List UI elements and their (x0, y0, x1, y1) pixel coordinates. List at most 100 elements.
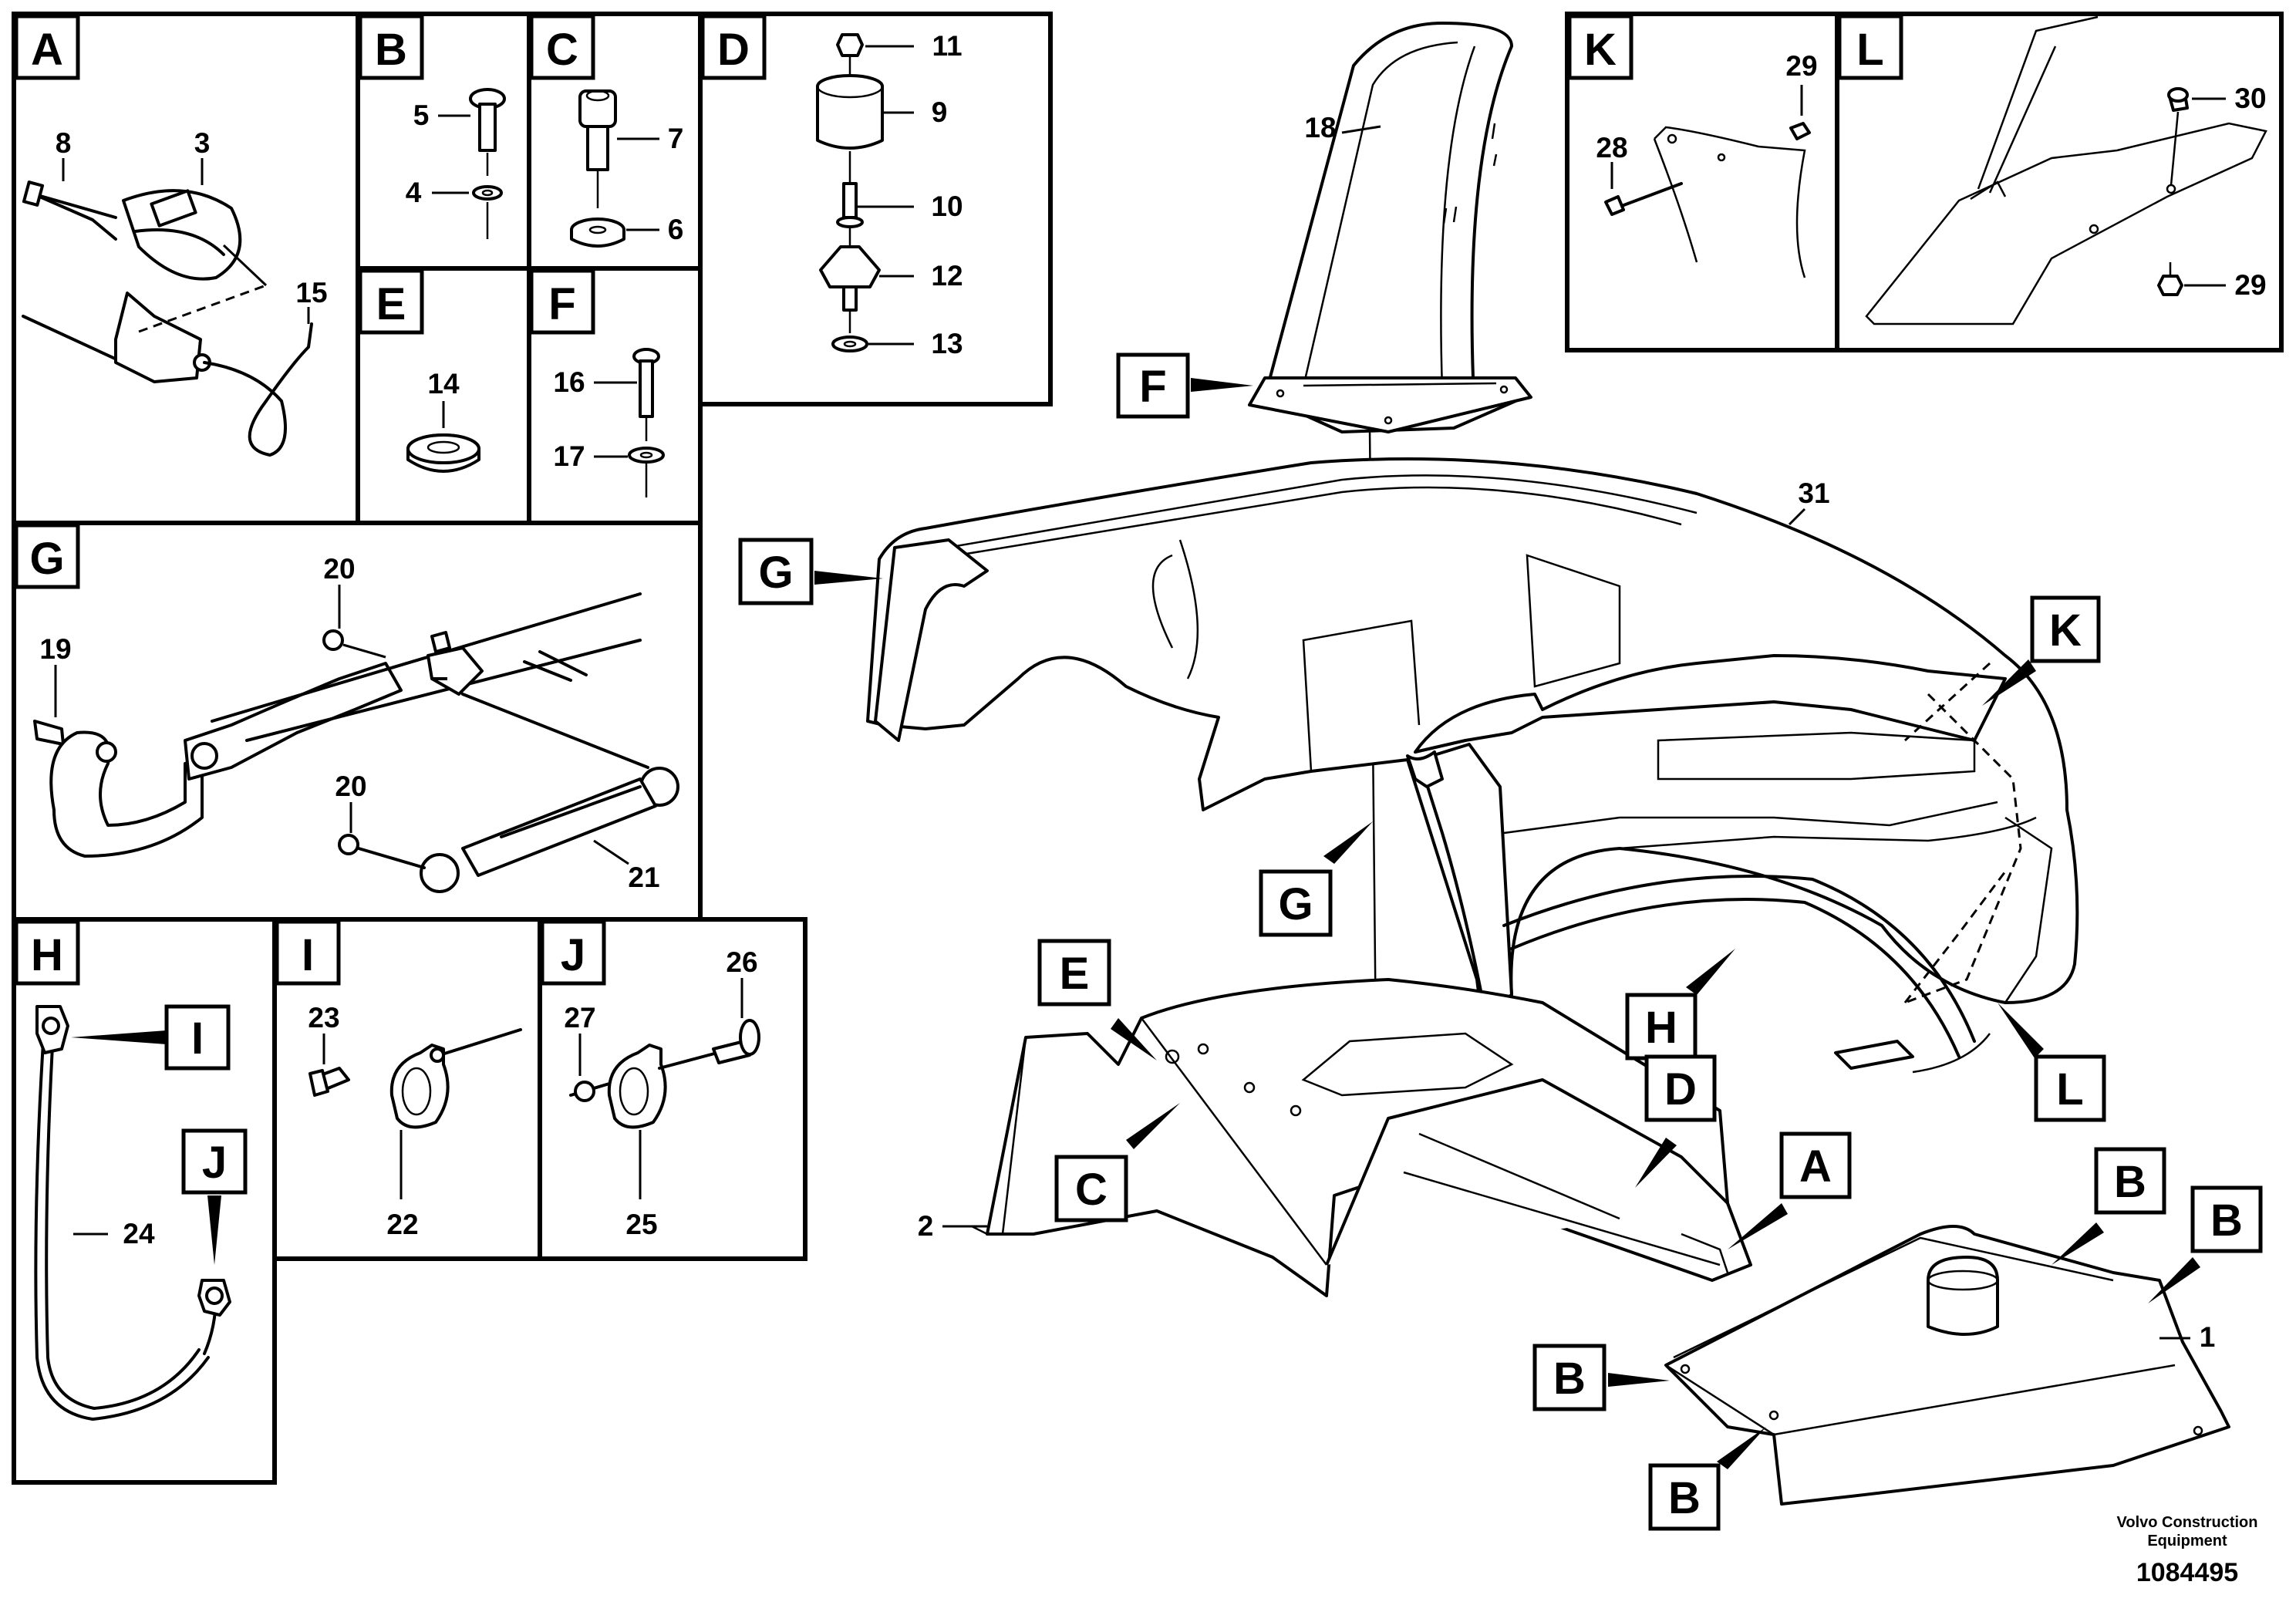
svg-text:I: I (191, 1013, 204, 1064)
panel-l-mud-flap (1865, 15, 2267, 325)
part-number: 5 (413, 99, 430, 131)
svg-text:E: E (1060, 949, 1090, 999)
document-number: 1084495 (2136, 1558, 2238, 1587)
svg-text:D: D (717, 25, 750, 75)
panel-tag-h: H (14, 919, 80, 986)
svg-text:F: F (548, 279, 575, 329)
svg-text:L: L (2056, 1064, 2083, 1114)
part-number: 3 (194, 127, 211, 159)
callout-b-main-3: B (1532, 1344, 1670, 1411)
part-number: 7 (668, 123, 684, 154)
svg-text:F: F (1139, 362, 1166, 412)
callout-e-main: E (1037, 939, 1157, 1061)
part-number: 20 (335, 771, 366, 802)
callout-b-main-2: B (2148, 1185, 2263, 1303)
panel-j-cable-clamp (569, 978, 760, 1199)
callout-c-main: C (1054, 1103, 1180, 1222)
part-number: 27 (564, 1002, 595, 1034)
part-number: 20 (323, 553, 355, 585)
part-number: 1 (2200, 1321, 2216, 1353)
panel-tag-g: G (14, 523, 80, 589)
part-number: 23 (308, 1002, 339, 1034)
svg-text:B: B (1553, 1354, 1586, 1404)
callout-g-main-1: G (738, 538, 883, 605)
panel-tag-b: B (358, 14, 424, 80)
part-number: 21 (628, 862, 659, 893)
part-number: 16 (553, 366, 585, 398)
svg-text:K: K (1584, 25, 1617, 75)
callout-g-main-2: G (1259, 821, 1373, 937)
part-number: 15 (295, 277, 327, 309)
callout-f-main: F (1116, 352, 1253, 419)
part-number: 14 (427, 368, 460, 400)
part-number: 17 (553, 440, 585, 472)
callout-i: I (71, 1004, 231, 1071)
panel-tag-f: F (529, 268, 595, 335)
svg-text:D: D (1664, 1064, 1697, 1114)
part-number: 28 (1596, 132, 1627, 164)
svg-text:A: A (1799, 1141, 1832, 1192)
svg-text:G: G (1278, 879, 1313, 929)
svg-text:C: C (546, 25, 578, 75)
callout-b-main-1: B (2052, 1147, 2166, 1265)
svg-text:J: J (202, 1138, 227, 1188)
part-number: 8 (56, 127, 72, 159)
panel-tag-l: L (1837, 14, 1903, 80)
callout-h-main: H (1625, 949, 1735, 1061)
part-number: 10 (931, 191, 963, 222)
part-number: 4 (406, 177, 422, 208)
panel-h-check-strap (34, 1005, 231, 1421)
svg-text:K: K (2049, 605, 2082, 656)
panel-f-screw-washer (594, 348, 665, 497)
callout-j: J (181, 1128, 248, 1265)
part-number: 29 (1785, 50, 1817, 82)
svg-text:I: I (302, 930, 314, 980)
panel-tag-e: E (358, 268, 424, 335)
svg-text:G: G (758, 548, 793, 598)
svg-text:A: A (31, 25, 63, 75)
credit-line-2: Equipment (2147, 1533, 2227, 1549)
callout-l-main: L (1998, 1003, 2106, 1122)
main-tray-2 (971, 978, 1752, 1297)
panel-b-screw-washer (432, 88, 506, 239)
panel-tag-a: A (14, 14, 80, 80)
part-number: 19 (39, 633, 71, 665)
main-post-18 (1248, 22, 1532, 433)
part-number: 22 (386, 1209, 418, 1240)
callout-d-main: D (1635, 1054, 1717, 1188)
panel-i-cable-clamp (308, 1028, 522, 1199)
svg-text:H: H (31, 930, 63, 980)
main-hood-31 (866, 457, 2079, 1074)
svg-text:H: H (1645, 1003, 1677, 1053)
svg-text:G: G (29, 534, 64, 584)
part-number: 26 (726, 946, 757, 978)
panel-c-capscrew-spacer (570, 89, 659, 248)
svg-text:J: J (561, 930, 585, 980)
part-number: 24 (123, 1218, 155, 1249)
part-number: 31 (1798, 477, 1829, 509)
panel-tag-d: D (700, 14, 767, 80)
panel-k-bracket (1604, 85, 1811, 278)
credit-line-1: Volvo Construction (2117, 1514, 2258, 1531)
leader-18 (1341, 125, 1381, 134)
panel-tag-j: J (540, 919, 606, 986)
part-number: 25 (625, 1209, 657, 1240)
panel-tag-c: C (529, 14, 595, 80)
svg-text:B: B (375, 25, 407, 75)
panel-a-hose-clamp (22, 158, 313, 457)
part-number: 12 (931, 260, 963, 292)
panel-letter-tags: A B C D E F G H I J K L (14, 14, 1903, 986)
panel-d-rubber-mount (816, 33, 914, 352)
svg-text:L: L (1856, 25, 1883, 75)
part-number: 11 (932, 30, 962, 62)
callout-b-main-4: B (1648, 1427, 1766, 1531)
leader-31 (1788, 508, 1806, 526)
panel-frames (12, 12, 2284, 1485)
callout-k-main: K (1982, 595, 2101, 706)
panel-e-grommet (406, 401, 480, 473)
panel-tag-i: I (275, 919, 341, 986)
part-number: 2 (918, 1210, 934, 1242)
panel-g-gas-strut-handle (33, 585, 679, 893)
part-number: 6 (668, 214, 684, 245)
